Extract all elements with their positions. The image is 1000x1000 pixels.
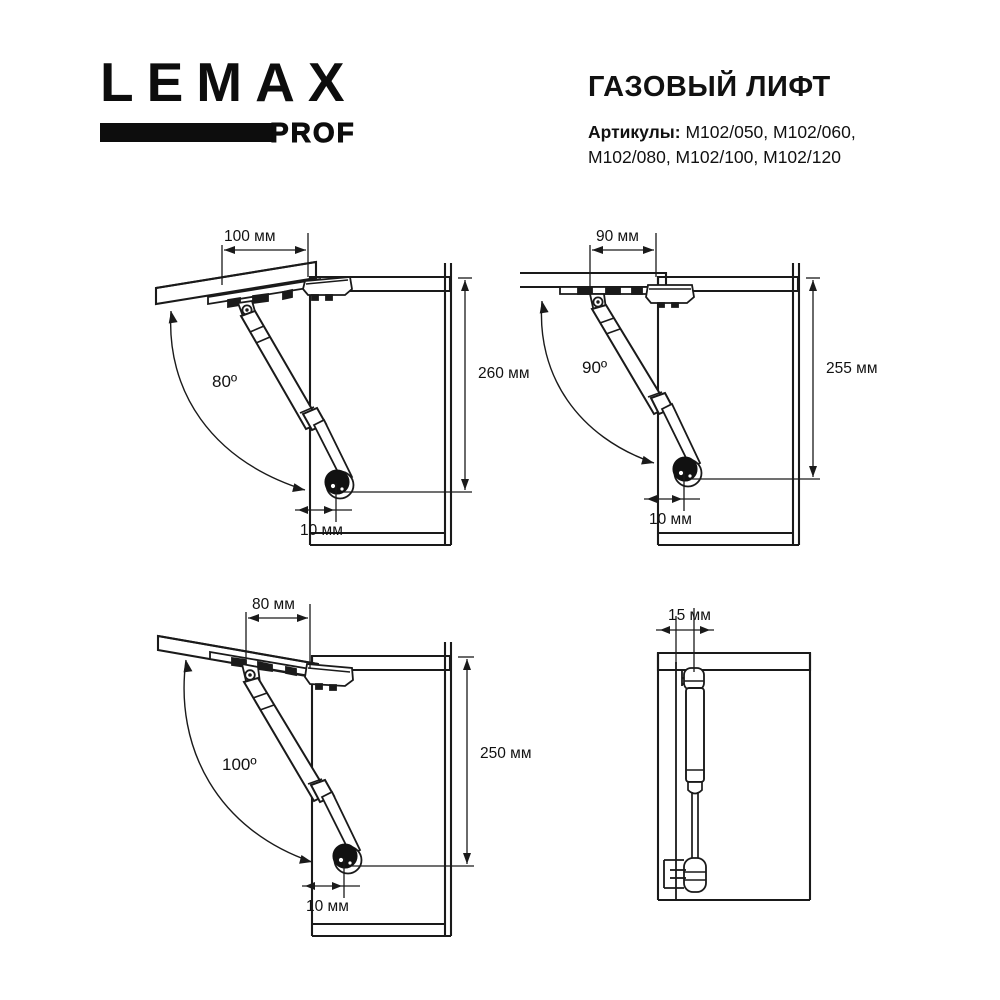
dim-top-front <box>656 608 714 672</box>
dim-top-90 <box>589 233 657 287</box>
strut-cylinder-100 <box>242 676 336 804</box>
angle-label-90: 90º <box>582 358 607 377</box>
dim-top-label-100: 80 мм <box>252 598 295 613</box>
logo-bar-shape <box>100 123 275 142</box>
figure-front-drawing: 15 мм <box>656 607 812 902</box>
door-bracket-90 <box>559 286 671 295</box>
figure-gas-lift-100: 80 мм 250 мм 10 мм <box>140 598 540 958</box>
strut-cylinder-front <box>685 687 705 795</box>
angle-arc-80 <box>168 310 306 492</box>
articul-block: Артикулы: M102/050, M102/060, M102/080, … <box>588 120 988 170</box>
strut-ball-joint-80 <box>324 469 355 500</box>
carcass-bracket-80 <box>302 276 353 301</box>
angle-label-100: 100º <box>222 755 257 774</box>
strut-rod-100 <box>320 790 362 857</box>
angle-label-80: 80º <box>212 372 237 391</box>
dim-height-label-80: 260 мм <box>478 365 529 382</box>
angle-arc-90 <box>539 300 655 465</box>
brand-sub-row: PROF <box>100 117 420 148</box>
dim-offset-label-100: 10 мм <box>306 898 349 915</box>
page-title: ГАЗОВЫЙ ЛИФТ <box>588 71 831 103</box>
dim-offset-90 <box>644 471 700 511</box>
strut-rod-80 <box>312 418 354 484</box>
brand-sub: PROF <box>270 117 356 148</box>
dim-top-label-front: 15 мм <box>668 607 711 624</box>
dim-top-label-80: 100 мм <box>224 228 275 245</box>
dim-height-label-90: 255 мм <box>826 360 877 377</box>
articul-label: Артикулы: <box>588 121 681 142</box>
strut-lower-fitting-front <box>663 857 707 893</box>
dim-offset-80 <box>295 483 352 522</box>
strut-ball-joint-90 <box>672 456 703 488</box>
articul-line-2: M102/080, M102/100, M102/120 <box>588 146 841 167</box>
cabinet-body-front <box>656 651 812 902</box>
cabinet-body-90 <box>656 263 801 547</box>
figure-gas-lift-80: 100 мм 260 мм 10 мм <box>140 215 540 565</box>
carcass-bracket-100 <box>304 663 354 691</box>
dim-height-100 <box>352 656 474 867</box>
door-panel-90 <box>520 271 668 289</box>
angle-arc-100 <box>183 659 313 864</box>
cabinet-body-80 <box>308 263 453 547</box>
door-bracket-80 <box>207 277 321 309</box>
door-panel-80 <box>154 260 318 306</box>
strut-ball-joint-100 <box>332 843 363 875</box>
dim-top-100 <box>245 604 311 668</box>
strut-cylinder-80 <box>239 309 328 432</box>
strut-rod-front <box>691 792 699 860</box>
brand-name: LEMAX <box>100 51 358 113</box>
brand-logo: LEMAX PROF <box>100 51 420 148</box>
figure-100-drawing: 80 мм 250 мм 10 мм <box>156 598 531 938</box>
figure-90-drawing: 90 мм 255 мм 10 мм <box>520 228 877 547</box>
strut-upper-fitting-front <box>681 667 705 691</box>
dim-offset-label-80: 10 мм <box>300 522 343 539</box>
dim-offset-label-90: 10 мм <box>649 511 692 528</box>
title-block: ГАЗОВЫЙ ЛИФТ Артикулы: M102/050, M102/06… <box>588 71 988 170</box>
dim-height-label-100: 250 мм <box>480 745 531 762</box>
page-header: LEMAX PROF ГАЗОВЫЙ ЛИФТ Артикулы: M102/0… <box>0 0 1000 200</box>
strut-rod-90 <box>660 402 702 470</box>
dim-top-80 <box>221 233 309 285</box>
dim-top-label-90: 90 мм <box>596 228 639 245</box>
figure-gas-lift-90: 90 мм 255 мм 10 мм <box>520 215 920 565</box>
articul-line-1: M102/050, M102/060, <box>685 121 856 142</box>
carcass-bracket-90 <box>645 284 695 308</box>
dim-height-80 <box>344 277 472 493</box>
dim-offset-100 <box>302 858 360 898</box>
dim-height-90 <box>692 277 820 480</box>
figure-80-drawing: 100 мм 260 мм 10 мм <box>154 228 529 547</box>
figure-gas-lift-front: 15 мм <box>620 598 900 958</box>
